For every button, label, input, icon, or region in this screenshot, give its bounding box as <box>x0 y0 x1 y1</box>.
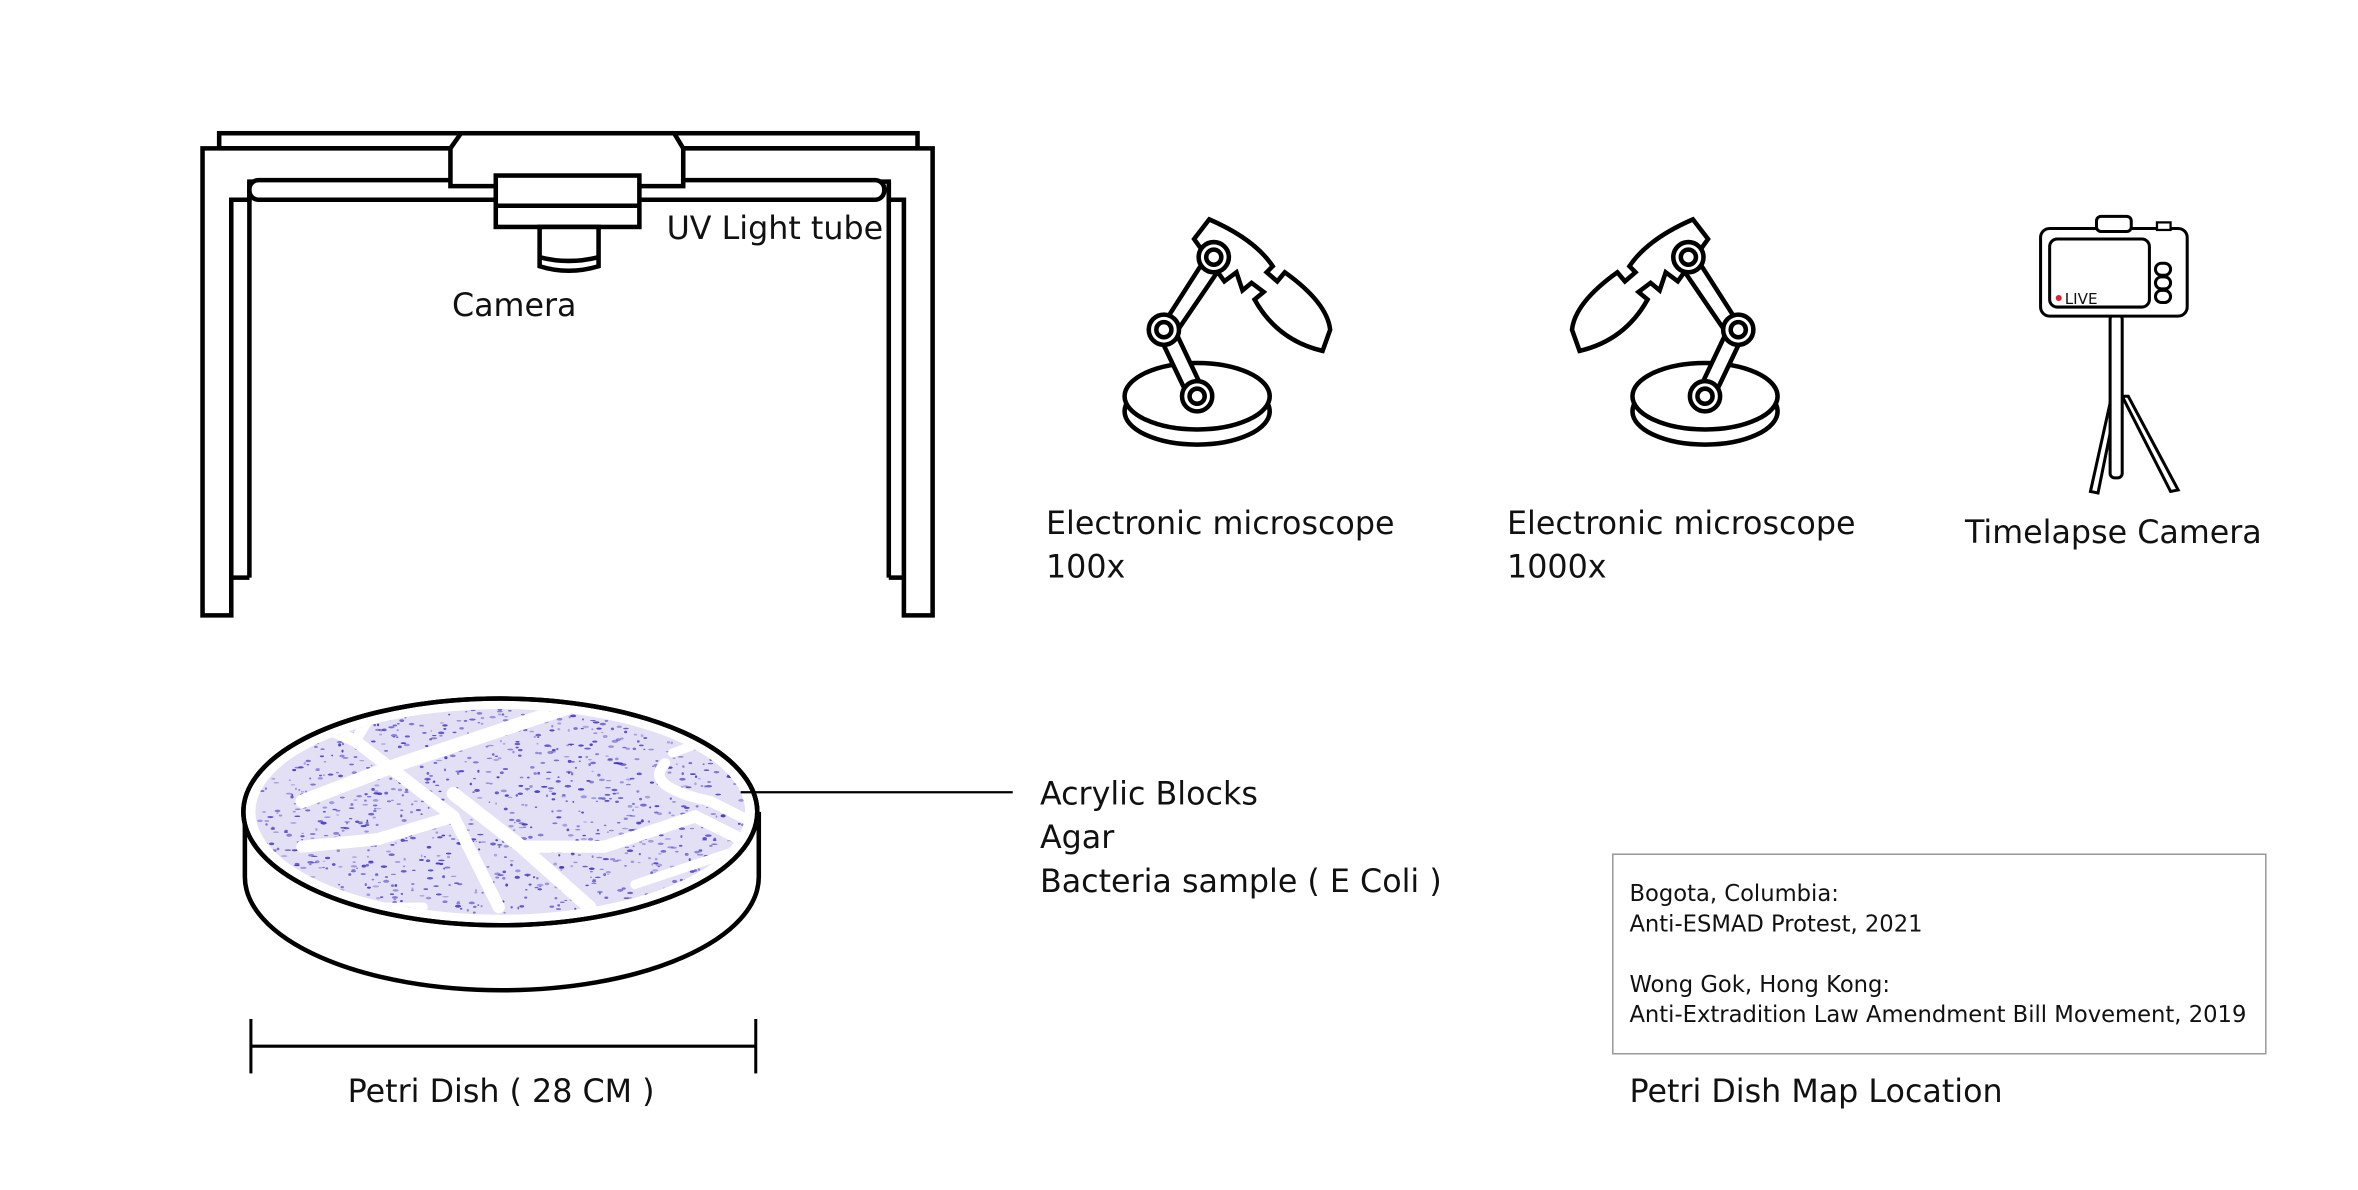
live-badge: LIVE <box>2065 290 2098 308</box>
map-entry-2-event: Anti-Extradition Law Amendment Bill Move… <box>1629 1002 2246 1028</box>
microscope-1-magnification: 100x <box>1046 550 1125 586</box>
map-entry-1-place: Bogota, Columbia: <box>1629 881 1838 907</box>
microscope-2-name: Electronic microscope <box>1507 506 1856 542</box>
petri-layer-3: Bacteria sample ( E Coli ) <box>1040 864 1442 900</box>
timelapse-camera-label: Timelapse Camera <box>1964 515 2262 551</box>
microscope-1000x-icon <box>1569 216 1780 447</box>
petri-dish <box>241 696 1013 993</box>
dimension-line <box>249 1018 758 1074</box>
uv-light-label: UV Light tube <box>667 211 884 247</box>
overhead-rig: UV Light tube Camera <box>200 130 935 618</box>
map-location-box <box>1612 853 2267 1055</box>
petri-layer-2: Agar <box>1040 820 1115 856</box>
camera-label: Camera <box>452 288 577 324</box>
microscope-2-magnification: 1000x <box>1507 550 1607 586</box>
petri-dimension-label: Petri Dish ( 28 CM ) <box>348 1074 655 1110</box>
microscope-1-name: Electronic microscope <box>1046 506 1395 542</box>
timelapse-camera-icon: LIVE <box>2039 214 2189 495</box>
map-location-title: Petri Dish Map Location <box>1629 1074 2002 1110</box>
microscope-100x-icon <box>1122 216 1333 447</box>
map-entry-2-place: Wong Gok, Hong Kong: <box>1629 972 1890 998</box>
camera-lens <box>537 224 601 274</box>
petri-layer-1: Acrylic Blocks <box>1040 776 1258 812</box>
map-entry-1-event: Anti-ESMAD Protest, 2021 <box>1629 911 1922 937</box>
live-indicator-dot <box>2055 294 2062 302</box>
